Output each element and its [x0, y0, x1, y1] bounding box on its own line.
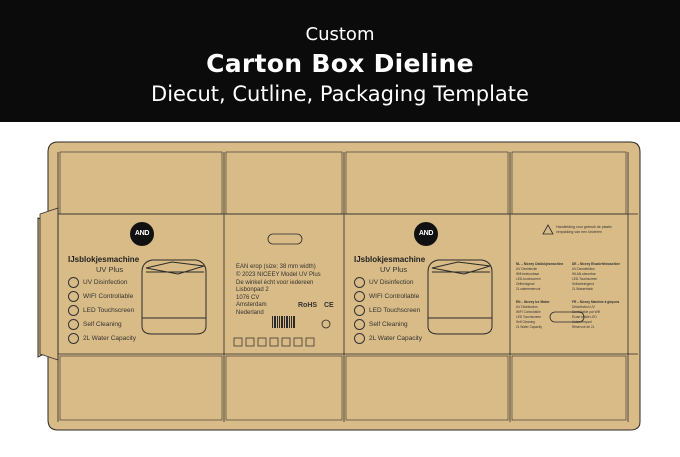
address-block: © 2023 NICEEY Model UV Plus De winkel éc…	[236, 272, 321, 316]
ean-note: EAN erop (size; 38 mm width)	[236, 264, 316, 270]
feature-item: Self Cleaning	[354, 319, 408, 330]
glue-flap	[39, 207, 59, 361]
bottom-flap-3	[345, 355, 509, 421]
top-flap-3	[345, 151, 509, 215]
feature-item: 2L Water Capacity	[68, 333, 136, 344]
ce-mark: CE	[324, 302, 334, 309]
handle-slot-side	[267, 233, 303, 245]
feature-item: UV Disinfection	[354, 277, 413, 288]
water-icon	[68, 333, 79, 344]
info-list-nl: NL – Niceey IJsblokjesmachine UV Desinfe…	[516, 262, 564, 291]
warning-text: Handleiding voor gebruik de plastic verp…	[556, 225, 612, 234]
feature-item: WIFI Controllable	[68, 291, 133, 302]
led-icon	[68, 305, 79, 316]
carton-dieline	[37, 141, 641, 431]
brand-logo-back: AND	[414, 222, 438, 246]
banner-line-custom: Custom	[305, 24, 375, 45]
wifi-icon	[354, 291, 365, 302]
top-flap-2	[225, 151, 343, 215]
ice-machine-illustration-back	[427, 259, 493, 335]
cleaning-icon	[354, 319, 365, 330]
feature-item: Self Cleaning	[68, 319, 122, 330]
info-list-en: EN – Niceey Ice Maker UV Disinfection WI…	[516, 300, 550, 329]
dieline-canvas: AND IJsblokjesmachine UV Plus UV Disinfe…	[0, 122, 680, 457]
top-flap-1	[59, 151, 223, 215]
uv-icon	[354, 277, 365, 288]
product-title-back: IJsblokjesmachine	[354, 255, 426, 264]
bottom-flap-4	[511, 355, 627, 421]
feature-item: LED Touchscreen	[354, 305, 420, 316]
led-icon	[354, 305, 365, 316]
product-subtitle-front: UV Plus	[96, 265, 124, 274]
bottom-flap-2	[225, 355, 343, 421]
bottom-flap-1	[59, 355, 223, 421]
water-icon	[354, 333, 365, 344]
handle-slot-info	[549, 311, 585, 323]
recycle-icon	[321, 319, 331, 329]
header-banner: Custom Carton Box Dieline Diecut, Cutlin…	[0, 0, 680, 122]
handling-symbols	[233, 337, 315, 347]
feature-item: 2L Water Capacity	[354, 333, 422, 344]
feature-item: WIFI Controllable	[354, 291, 419, 302]
uv-icon	[68, 277, 79, 288]
cleaning-icon	[68, 319, 79, 330]
barcode	[272, 316, 295, 328]
banner-title: Carton Box Dieline	[206, 49, 474, 78]
product-subtitle-back: UV Plus	[380, 265, 408, 274]
warning-triangle-icon	[542, 224, 554, 235]
wifi-icon	[68, 291, 79, 302]
ice-machine-illustration-front	[141, 259, 207, 335]
feature-item: LED Touchscreen	[68, 305, 134, 316]
top-flap-4	[511, 151, 627, 215]
product-title-front: IJsblokjesmachine	[68, 255, 140, 264]
feature-item: UV Disinfection	[68, 277, 127, 288]
info-list-fr: FR – Niceey Machine à glaçons Désinfecti…	[572, 300, 620, 329]
brand-logo-front: AND	[130, 222, 154, 246]
rohs-mark: RoHS	[298, 302, 318, 309]
info-list-de: DE – Niceey Eiswürfelmaschine UV-Desinfe…	[572, 262, 621, 291]
banner-subtitle: Diecut, Cutline, Packaging Template	[151, 82, 529, 106]
